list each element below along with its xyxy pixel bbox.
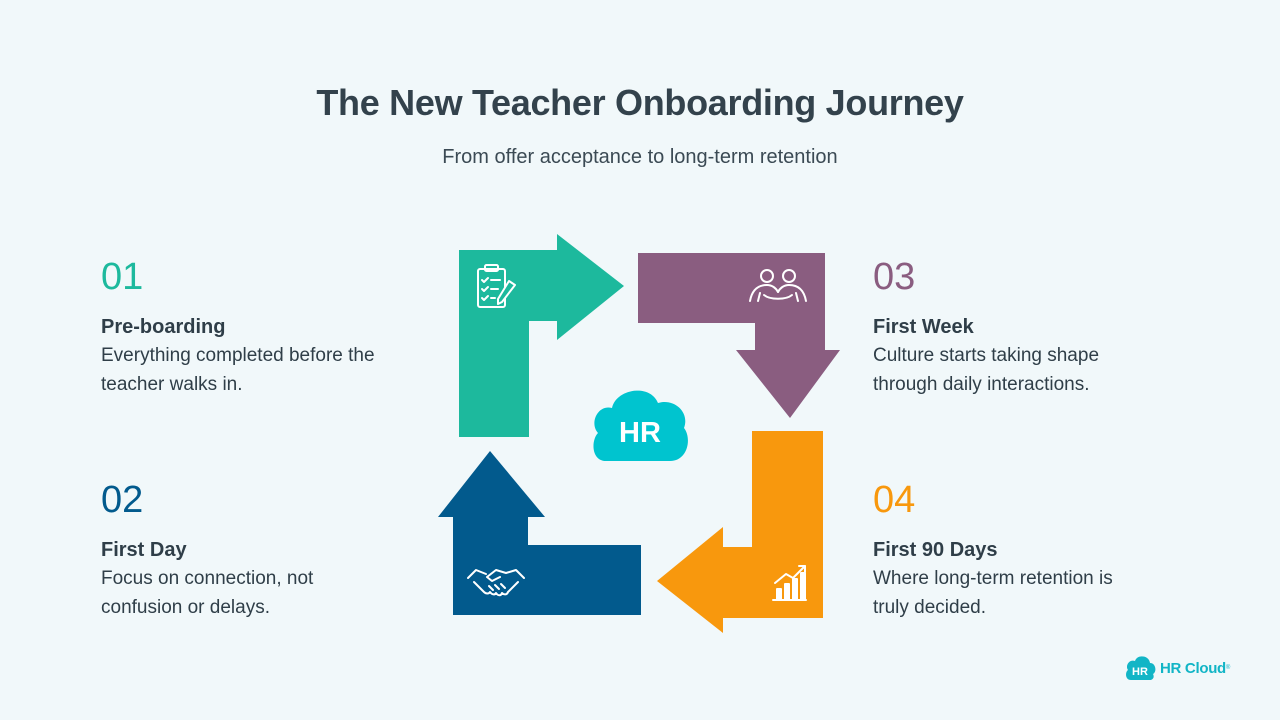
step-description: Everything completed before the teacher …: [101, 341, 441, 399]
step-description-line: Where long-term retention is: [873, 568, 1113, 589]
hr-cloud-badge: HR: [593, 390, 688, 461]
step-description: Culture starts taking shape through dail…: [873, 341, 1213, 399]
hr-cloud-logo: HR HR Cloud®: [1124, 653, 1230, 683]
step-description-line: confusion or delays.: [101, 597, 270, 618]
step-name: First Day: [101, 539, 187, 561]
step-number: 04: [873, 479, 916, 521]
step-description-line: teacher walks in.: [101, 374, 243, 395]
step-4-arrow: [657, 431, 823, 633]
step-first-week: 03 First Week Culture starts taking shap…: [873, 256, 1213, 399]
step-pre-boarding: 01 Pre-boarding Everything completed bef…: [101, 256, 441, 399]
step-name: Pre-boarding: [101, 316, 226, 338]
page-title: The New Teacher Onboarding Journey: [316, 82, 964, 123]
page-subtitle: From offer acceptance to long-term reten…: [442, 146, 838, 168]
hr-cloud-logo-icon: HR: [1126, 656, 1156, 680]
step-1-arrow: [459, 234, 624, 437]
step-number: 01: [101, 256, 144, 298]
step-description-line: Focus on connection, not: [101, 568, 314, 589]
step-3-arrow: [638, 253, 840, 418]
step-description: Where long-term retention is truly decid…: [873, 564, 1213, 622]
trademark-symbol: ®: [1225, 665, 1231, 671]
step-first-90-days: 04 First 90 Days Where long-term retenti…: [873, 479, 1213, 622]
step-name: First 90 Days: [873, 539, 998, 561]
growth-chart-icon: [772, 565, 807, 601]
step-first-day: 02 First Day Focus on connection, not co…: [101, 479, 441, 622]
hr-badge-text: HR: [619, 417, 661, 449]
step-description-line: truly decided.: [873, 597, 987, 618]
step-description-line: through daily interactions.: [873, 374, 1090, 395]
handshake-icon: [467, 569, 525, 597]
clipboard-checklist-icon: [477, 264, 516, 308]
step-number: 03: [873, 256, 916, 298]
step-description-line: Culture starts taking shape: [873, 345, 1100, 366]
hr-cloud-logo-text: HR Cloud: [1160, 659, 1226, 677]
hr-cloud-logo-badge: HR: [1132, 666, 1148, 678]
step-number: 02: [101, 479, 144, 521]
step-2-arrow: [438, 451, 641, 615]
step-name: First Week: [873, 316, 974, 338]
step-description: Focus on connection, not confusion or de…: [101, 564, 441, 622]
step-description-line: Everything completed before the: [101, 345, 375, 366]
people-together-icon: [749, 269, 807, 302]
